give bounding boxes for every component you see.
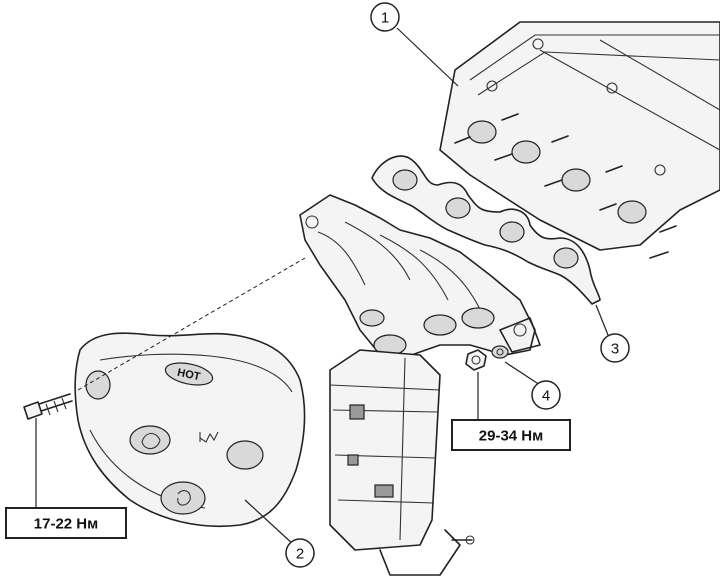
callout-2: 2 bbox=[285, 538, 315, 568]
heat-shield-bolt bbox=[23, 393, 73, 420]
callout-3-label: 3 bbox=[611, 341, 619, 358]
leader-3 bbox=[595, 304, 611, 341]
callout-3: 3 bbox=[600, 333, 630, 363]
head-studs bbox=[454, 113, 677, 259]
heat-shield: HOT bbox=[74, 332, 306, 528]
torque-box-heat-shield-bolt: 17-22 Нм bbox=[5, 507, 127, 539]
callout-2-label: 2 bbox=[296, 546, 304, 563]
head-bolts bbox=[486, 38, 666, 176]
torque-heat-shield-bolt-value: 17-22 Нм bbox=[34, 516, 98, 533]
exhaust-manifold-gasket bbox=[371, 155, 601, 305]
exhaust-manifold bbox=[299, 194, 541, 361]
torque-box-manifold-nut: 29-34 Нм bbox=[451, 419, 571, 451]
catalytic-converter bbox=[329, 349, 475, 576]
torque-manifold-nut-value: 29-34 Нм bbox=[479, 428, 543, 445]
leader-lines bbox=[35, 27, 611, 546]
hot-emblem-label: HOT bbox=[176, 367, 201, 384]
hot-warning-emblem: HOT bbox=[164, 362, 214, 386]
cylinder-head bbox=[439, 21, 720, 259]
callout-4: 4 bbox=[531, 380, 561, 410]
manifold-nut bbox=[465, 345, 509, 371]
callout-1-label: 1 bbox=[381, 10, 389, 27]
shield-alignment-line bbox=[77, 257, 306, 391]
leader-4 bbox=[504, 361, 541, 386]
callout-1: 1 bbox=[370, 2, 400, 32]
leader-1 bbox=[396, 27, 459, 87]
head-exhaust-ports bbox=[467, 120, 647, 224]
leader-2 bbox=[244, 499, 295, 546]
callout-4-label: 4 bbox=[542, 388, 550, 405]
